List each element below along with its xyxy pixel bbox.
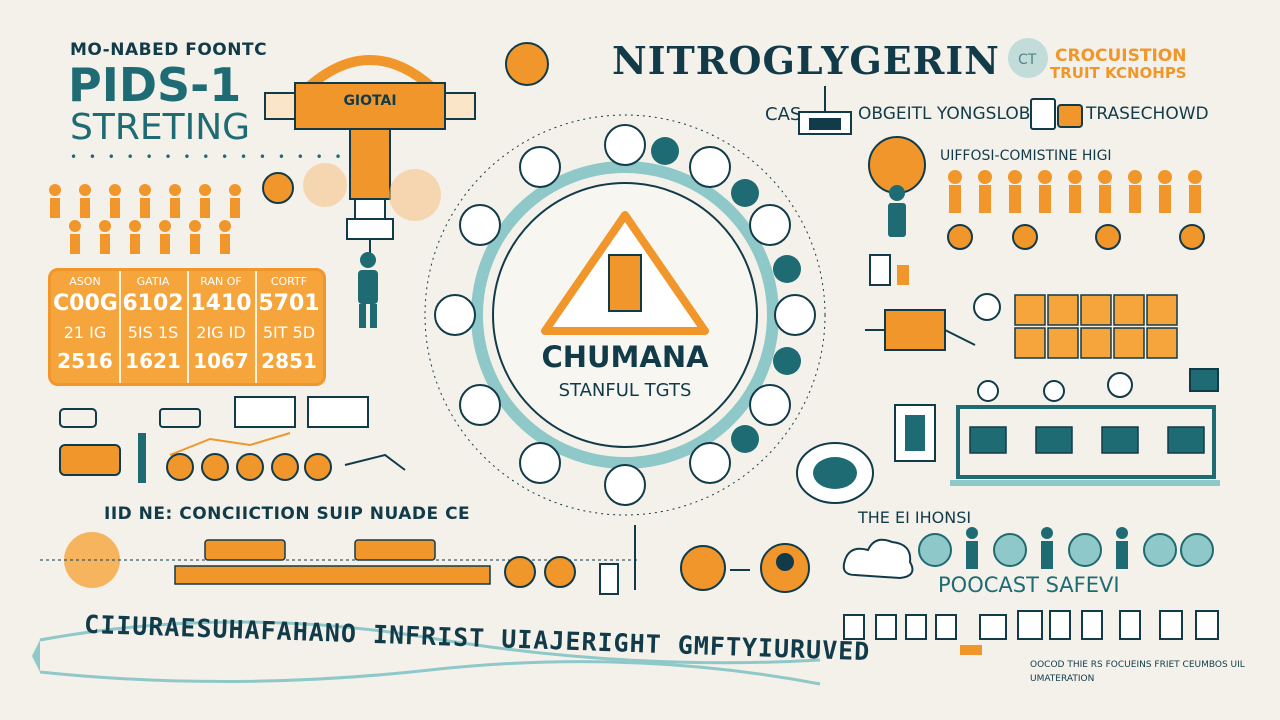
stats-cell: 5IT 5D: [262, 323, 316, 342]
people-row-left: [49, 184, 241, 254]
conveyor-label: IID NE: CONCIICTION SUIP NUADE CE: [104, 504, 471, 524]
crane-illustration: [264, 55, 476, 260]
stats-cell: 6102: [122, 291, 184, 316]
monitor-icon: [1030, 98, 1056, 130]
stats-cell: 21 IG: [63, 323, 107, 342]
stats-cell: 2851: [261, 349, 317, 373]
safety-people-row: [918, 527, 1214, 569]
crane-sign-label: GIOTAI: [343, 93, 397, 109]
stats-cell: 2IG ID: [196, 323, 246, 342]
top-right-line-1: CROCUISTION: [1055, 46, 1187, 66]
right-storage-illustration: [865, 254, 1178, 359]
cas-label: CAS: [765, 104, 802, 125]
cas-badge-icon: [1057, 104, 1083, 128]
cas-machine-icon: [798, 86, 852, 135]
the-el-label: THE EI IHONSI: [858, 508, 972, 527]
cas-mid-label: OBGEITL YONGSLOBI: [858, 104, 1036, 124]
stats-header: RAN OF: [200, 275, 242, 288]
stats-cell: 1621: [125, 349, 181, 373]
people-header: UIFFOSI-COMISTINE HIGI: [940, 148, 1112, 164]
people-row-right: [947, 170, 1205, 250]
central-ring: [424, 114, 826, 516]
main-title: NITROGLYGERIN: [612, 38, 1000, 83]
podcast-label: POOCAST SAFEVI: [938, 573, 1120, 597]
bottom-note-2: UMATERATION: [1030, 674, 1095, 684]
stats-cell: 1067: [193, 349, 249, 373]
title-dots: • • • • • • • • • • • • • • •: [70, 150, 346, 164]
stats-column: RAN OF 1410 2IG ID 1067: [187, 271, 257, 383]
orange-badge-icon: [262, 172, 294, 204]
plant-illustration: [796, 368, 1220, 504]
stats-header: CORTF: [270, 275, 308, 288]
right-badge-figure: [868, 136, 926, 237]
cloud-icon: [842, 538, 914, 580]
main-title-circle: [1008, 38, 1048, 78]
stats-cell: 5701: [258, 291, 320, 316]
title-line-2: STRETING: [70, 107, 251, 148]
equipment-row-left: [59, 396, 406, 483]
bottom-right-icons: [843, 610, 1219, 655]
stats-cell: 2516: [57, 349, 113, 373]
stats-cell: 1410: [190, 291, 252, 316]
stats-header: GATIA: [136, 275, 170, 288]
stats-column: CORTF 5701 5IT 5D 2851: [255, 271, 323, 383]
stats-cell: C00G: [53, 291, 118, 316]
stats-column: GATIA 6102 5IS 1S 1621: [119, 271, 189, 383]
title-line-1: PIDS-1: [68, 58, 242, 112]
top-right-line-2: TRUIT KCNOHPS: [1050, 64, 1187, 82]
kicker-text: MO-NABED FOONTC: [70, 40, 268, 60]
stats-table: ASON C00G 21 IG 2516 GATIA 6102 5IS 1S 1…: [48, 268, 326, 386]
cas-right-label: TRASECHOWD: [1086, 104, 1209, 124]
stats-column: ASON C00G 21 IG 2516: [51, 271, 121, 383]
center-title: CHUMANA: [541, 340, 709, 374]
center-subtitle: STANFUL TGTS: [558, 380, 692, 401]
stats-cell: 5IS 1S: [127, 323, 179, 342]
banner-ribbon: [32, 620, 821, 686]
bottom-note-1: OOCOD THIE RS FOCUEINS FRIET CEUMBOS UIL: [1030, 660, 1245, 670]
top-badge-icon: [505, 42, 549, 86]
stats-header: ASON: [69, 275, 101, 288]
worker-figure: [358, 252, 378, 328]
conveyor-illustration: [40, 525, 810, 595]
